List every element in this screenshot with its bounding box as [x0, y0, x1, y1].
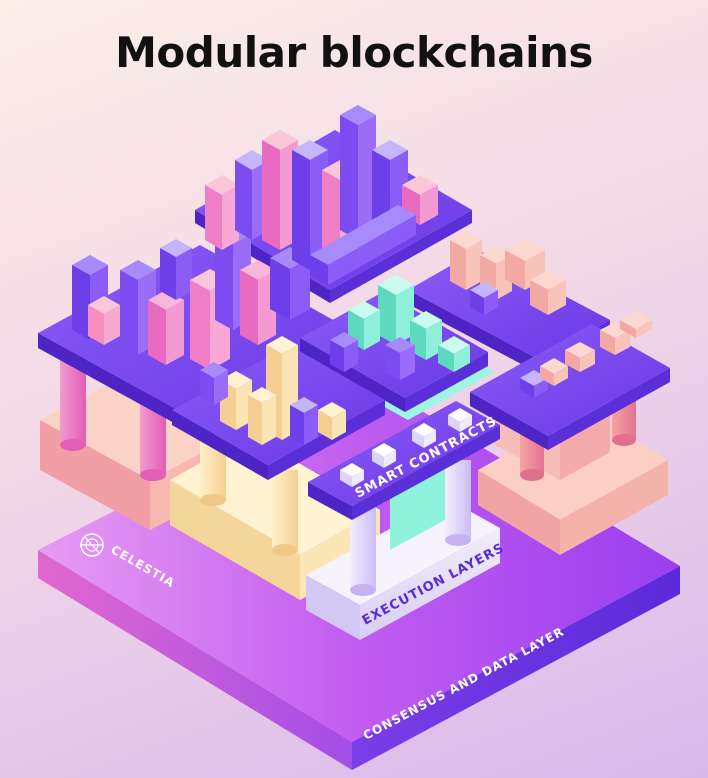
buildings-front-left [200, 336, 346, 445]
page-title: Modular blockchains [115, 28, 593, 77]
buildings-center-mint [330, 275, 470, 380]
buildings-right-top [450, 231, 566, 315]
buildings-right [520, 311, 652, 398]
buildings-top [205, 105, 438, 285]
celestia-logo-icon [80, 533, 104, 557]
buildings-smart-contracts [340, 408, 472, 487]
